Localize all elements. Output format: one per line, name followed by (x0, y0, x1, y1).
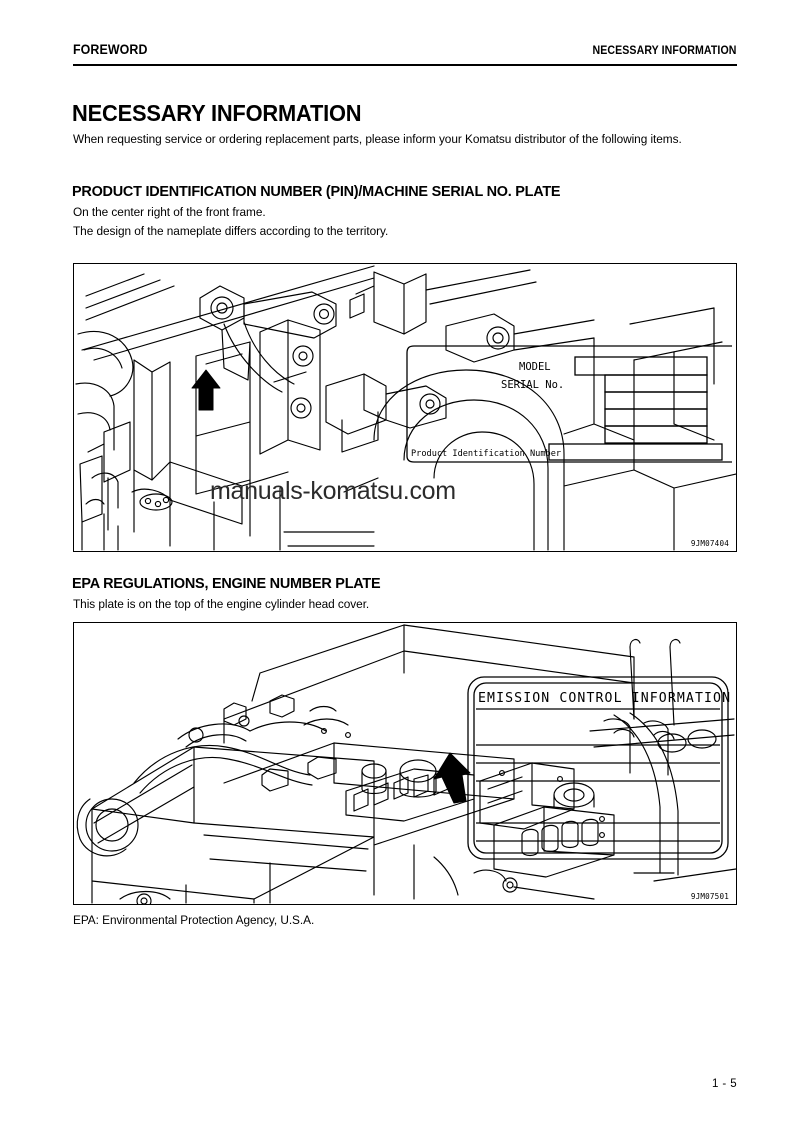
nameplate-pin-label: Product Identification Number (411, 449, 561, 459)
running-header: FOREWORD NECESSARY INFORMATION (73, 42, 737, 57)
header-section-label: FOREWORD (73, 42, 148, 57)
intro-paragraph: When requesting service or ordering repl… (73, 132, 682, 146)
emission-control-information-plate: EMISSION CONTROL INFORMATION (467, 676, 731, 860)
nameplate-serial-label: SERIAL No. (501, 379, 564, 391)
machine-serial-nameplate-diagram: MODEL SERIAL No. Product Identification … (406, 345, 732, 463)
machine-front-frame-illustration (75, 265, 736, 551)
section-pin-line2: The design of the nameplate differs acco… (73, 224, 389, 238)
section-epa-line1: This plate is on the top of the engine c… (73, 597, 370, 611)
header-divider (73, 64, 737, 67)
page-title: NECESSARY INFORMATION (72, 100, 362, 126)
page-number: 1 - 5 (711, 1078, 737, 1090)
figure-code-epa: 9JM07501 (690, 892, 729, 901)
figure-pin-location: MODEL SERIAL No. Product Identification … (73, 263, 737, 552)
epa-footnote: EPA: Environmental Protection Agency, U.… (73, 913, 315, 927)
section-heading-pin: PRODUCT IDENTIFICATION NUMBER (PIN)/MACH… (72, 183, 561, 200)
header-topic-label: NECESSARY INFORMATION (593, 45, 737, 57)
nameplate-model-label: MODEL (519, 361, 551, 373)
emission-plate-title: EMISSION CONTROL INFORMATION (478, 691, 731, 706)
engine-compartment-illustration (76, 624, 736, 904)
section-heading-epa: EPA REGULATIONS, ENGINE NUMBER PLATE (72, 575, 381, 592)
figure-engine-plate-location: EMISSION CONTROL INFORMATION 9JM07501 (73, 622, 737, 905)
figure-code-pin: 9JM07404 (690, 539, 729, 548)
section-pin-line1: On the center right of the front frame. (73, 205, 266, 219)
